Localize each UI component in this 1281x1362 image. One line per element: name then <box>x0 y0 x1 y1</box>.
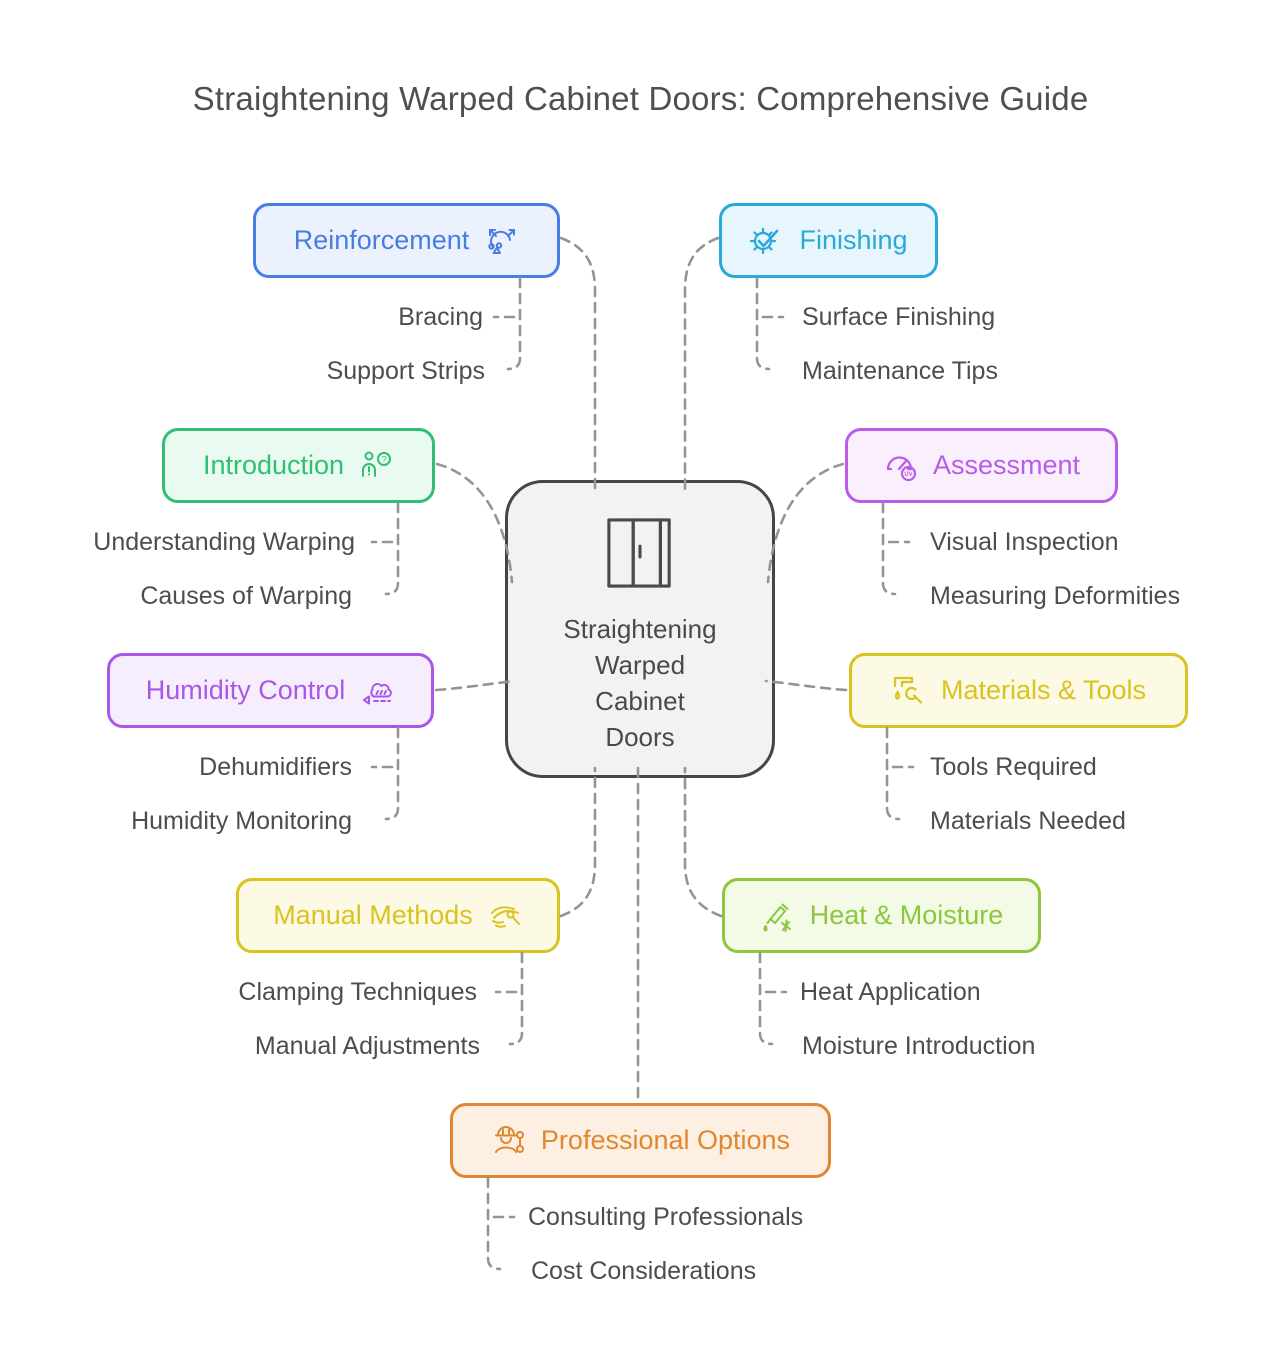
child-node-understanding-warping[interactable]: Understanding Warping <box>93 528 355 556</box>
child-node-maintenance-tips[interactable]: Maintenance Tips <box>802 357 998 385</box>
child-node-moisture-introduction[interactable]: Moisture Introduction <box>802 1032 1036 1060</box>
gear-check-icon <box>749 223 785 259</box>
branch-label-assessment: Assessment <box>932 450 1081 480</box>
child-node-consulting-professionals[interactable]: Consulting Professionals <box>528 1203 804 1231</box>
connector-finishing-children <box>755 276 771 371</box>
cabinet-door-icon <box>607 518 671 588</box>
connector-introduction-children <box>384 501 400 596</box>
page-title: Straightening Warped Cabinet Doors: Comp… <box>192 80 1089 117</box>
branch-label-manual-methods: Manual Methods <box>273 900 473 930</box>
child-node-cost-considerations[interactable]: Cost Considerations <box>531 1257 757 1285</box>
connector-reinforcement-center <box>559 236 597 492</box>
central-topic-label: Straightening Warped Cabinet Doors <box>563 611 716 755</box>
child-node-causes-of-warping[interactable]: Causes of Warping <box>140 582 352 610</box>
branch-label-finishing: Finishing <box>799 225 908 255</box>
child-node-support-strips[interactable]: Support Strips <box>326 357 485 385</box>
branch-label-materials-tools: Materials & Tools <box>940 675 1147 705</box>
connector-assessment-children <box>881 501 897 596</box>
person-question-icon: ? <box>358 448 394 484</box>
child-node-humidity-monitoring[interactable]: Humidity Monitoring <box>131 807 352 835</box>
branch-label-humidity-control: Humidity Control <box>145 675 346 705</box>
worker-wrench-icon <box>491 1123 527 1159</box>
branch-node-materials-tools[interactable]: Materials & Tools <box>849 653 1188 728</box>
central-topic-line: Straightening <box>563 614 717 644</box>
central-topic-line: Doors <box>605 722 675 752</box>
svg-text:UV: UV <box>904 472 912 478</box>
branch-node-finishing[interactable]: Finishing <box>719 203 938 278</box>
child-node-tools-required[interactable]: Tools Required <box>930 753 1097 781</box>
connector-materials-center <box>764 679 848 692</box>
branch-label-heat-moisture: Heat & Moisture <box>809 900 1004 930</box>
connector-materials-children <box>885 726 901 821</box>
branch-label-introduction: Introduction <box>202 450 345 480</box>
branch-node-introduction[interactable]: Introduction ? <box>162 428 435 503</box>
faucet-wrench-icon <box>891 673 927 709</box>
branch-node-reinforcement[interactable]: Reinforcement <box>253 203 560 278</box>
central-topic-line: Cabinet <box>595 686 685 716</box>
child-node-bracing[interactable]: Bracing <box>398 303 483 331</box>
child-node-materials-needed[interactable]: Materials Needed <box>930 807 1126 835</box>
branch-node-professional-options[interactable]: Professional Options <box>450 1103 831 1178</box>
child-node-dehumidifiers[interactable]: Dehumidifiers <box>199 753 352 781</box>
connector-professional-children <box>486 1176 502 1271</box>
connector-heat-children <box>758 951 774 1046</box>
dropper-icon <box>760 898 796 934</box>
connector-assessment-center <box>766 462 845 584</box>
child-node-manual-adjustments[interactable]: Manual Adjustments <box>254 1032 480 1060</box>
cloud-rain-icon <box>359 673 395 709</box>
connector-humidity-center <box>434 679 516 692</box>
child-node-visual-inspection[interactable]: Visual Inspection <box>930 528 1119 556</box>
connector-humidity-children <box>384 726 400 821</box>
central-topic-node[interactable]: Straightening Warped Cabinet Doors <box>505 480 775 778</box>
hand-knot-icon <box>487 898 523 934</box>
connector-manual-center <box>559 766 597 918</box>
connector-heat-center <box>683 766 723 918</box>
connector-introduction-center <box>435 462 514 584</box>
connector-manual-children <box>508 951 524 1046</box>
central-topic-line: Warped <box>594 650 686 680</box>
branch-node-humidity-control[interactable]: Humidity Control <box>107 653 434 728</box>
connector-finishing-center <box>683 236 720 492</box>
svg-text:?: ? <box>381 454 386 465</box>
branch-node-heat-moisture[interactable]: Heat & Moisture <box>722 878 1041 953</box>
child-node-heat-application[interactable]: Heat Application <box>800 978 981 1006</box>
child-node-surface-finishing[interactable]: Surface Finishing <box>802 303 996 331</box>
branch-label-professional-options: Professional Options <box>540 1125 791 1155</box>
branch-label-reinforcement: Reinforcement <box>293 225 470 255</box>
child-node-clamping-techniques[interactable]: Clamping Techniques <box>238 978 477 1006</box>
connector-reinforcement-children <box>506 276 522 371</box>
scatter-arrows-icon <box>483 223 519 259</box>
child-node-measuring-deformities[interactable]: Measuring Deformities <box>930 582 1181 610</box>
branch-node-assessment[interactable]: UV Assessment <box>845 428 1118 503</box>
branch-node-manual-methods[interactable]: Manual Methods <box>236 878 560 953</box>
gauge-uv-icon: UV <box>883 448 919 484</box>
